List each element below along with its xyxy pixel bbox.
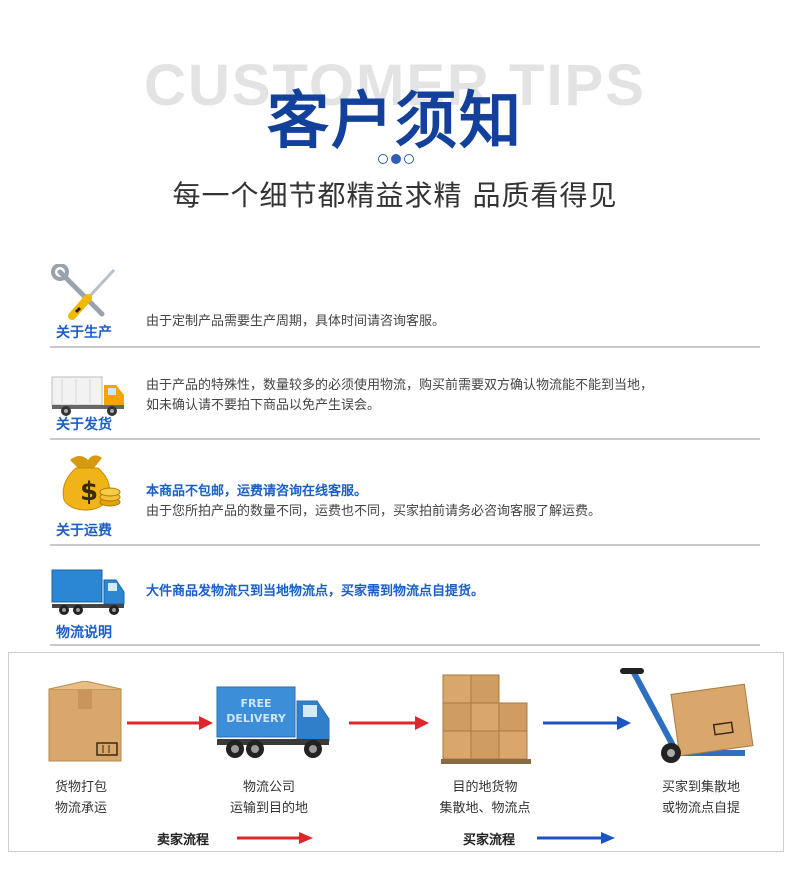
delivery-truck-icon xyxy=(51,376,124,416)
page-title: 客户须知 xyxy=(266,84,523,157)
tip-emphasis: 本商品不包邮，运费请咨询在线客服。 xyxy=(146,484,368,499)
tip-text: 由于产品的特殊性，数量较多的必须使用物流，购买前需要双方确认物流能不能到当地， xyxy=(146,378,654,393)
free-delivery-truck-icon: FREE DELIVERY xyxy=(216,686,330,758)
tip-emphasis: 大件商品发物流只到当地物流点，买家需到物流点自提货。 xyxy=(146,584,485,599)
tip-text: 由于定制产品需要生产周期，具体时间请咨询客服。 xyxy=(146,314,446,329)
flow-step-label: 目的地货物 集散地、物流点 xyxy=(439,780,531,816)
truck-text: FREE xyxy=(240,697,271,710)
tip-freight: $ 关于运费 本商品不包邮，运费请咨询在线客服。 由于您所拍产品的数量不同，运费… xyxy=(50,448,760,546)
legend-buyer-label: 买家流程 xyxy=(463,833,516,848)
tools-icon xyxy=(51,264,116,320)
cargo-truck-icon xyxy=(51,569,125,615)
tip-text: 如未确认请不要拍下商品以免产生误会。 xyxy=(146,398,381,413)
dot xyxy=(404,154,414,164)
seller-arrow xyxy=(349,716,429,730)
tip-label: 关于生产 xyxy=(56,325,112,341)
tip-shipping: 关于发货 由于产品的特殊性，数量较多的必须使用物流，购买前需要双方确认物流能不能… xyxy=(50,356,760,440)
background-title: CUSTOMER TIPS xyxy=(144,53,646,118)
flow-step-label: 买家到集散地 或物流点自提 xyxy=(661,780,740,816)
page-subtitle: 每一个细节都精益求精 品质看得见 xyxy=(172,179,618,212)
tip-label: 关于运费 xyxy=(56,523,112,539)
buyer-arrow xyxy=(543,716,631,730)
tip-label: 关于发货 xyxy=(56,417,112,433)
dot xyxy=(378,154,388,164)
legend-seller-arrow xyxy=(237,832,313,844)
box-stack-icon xyxy=(441,674,531,764)
tip-text: 由于您所拍产品的数量不同，运费也不同，买家拍前请务必咨询客服了解运费。 xyxy=(146,504,602,519)
flow-step-label: 货物打包 物流承运 xyxy=(54,780,107,816)
tip-label: 物流说明 xyxy=(56,625,112,641)
package-box-icon xyxy=(48,681,122,762)
svg-text:$: $ xyxy=(80,477,98,507)
tip-production: 关于生产 由于定制产品需要生产周期，具体时间请咨询客服。 xyxy=(50,262,760,348)
divider xyxy=(50,544,760,546)
hand-truck-icon xyxy=(620,668,754,763)
title-dots xyxy=(378,154,414,164)
legend-seller-label: 卖家流程 xyxy=(157,833,210,848)
truck-text: DELIVERY xyxy=(226,712,287,725)
divider xyxy=(50,438,760,440)
divider xyxy=(50,346,760,348)
money-bag-icon: $ xyxy=(62,455,121,511)
legend-buyer-arrow xyxy=(537,832,615,844)
seller-arrow xyxy=(127,716,213,730)
flow-step-label: 物流公司 运输到目的地 xyxy=(229,780,308,816)
flow-diagram: 货物打包 物流承运 FREE DELIVERY 物流公司 运输到目的地 xyxy=(8,652,784,852)
dot-active xyxy=(391,154,401,164)
page-header: CUSTOMER TIPS 客户须知 每一个细节都精益求精 品质看得见 xyxy=(0,0,790,240)
tip-logistics: 物流说明 大件商品发物流只到当地物流点，买家需到物流点自提货。 xyxy=(50,560,760,646)
divider xyxy=(50,644,760,646)
